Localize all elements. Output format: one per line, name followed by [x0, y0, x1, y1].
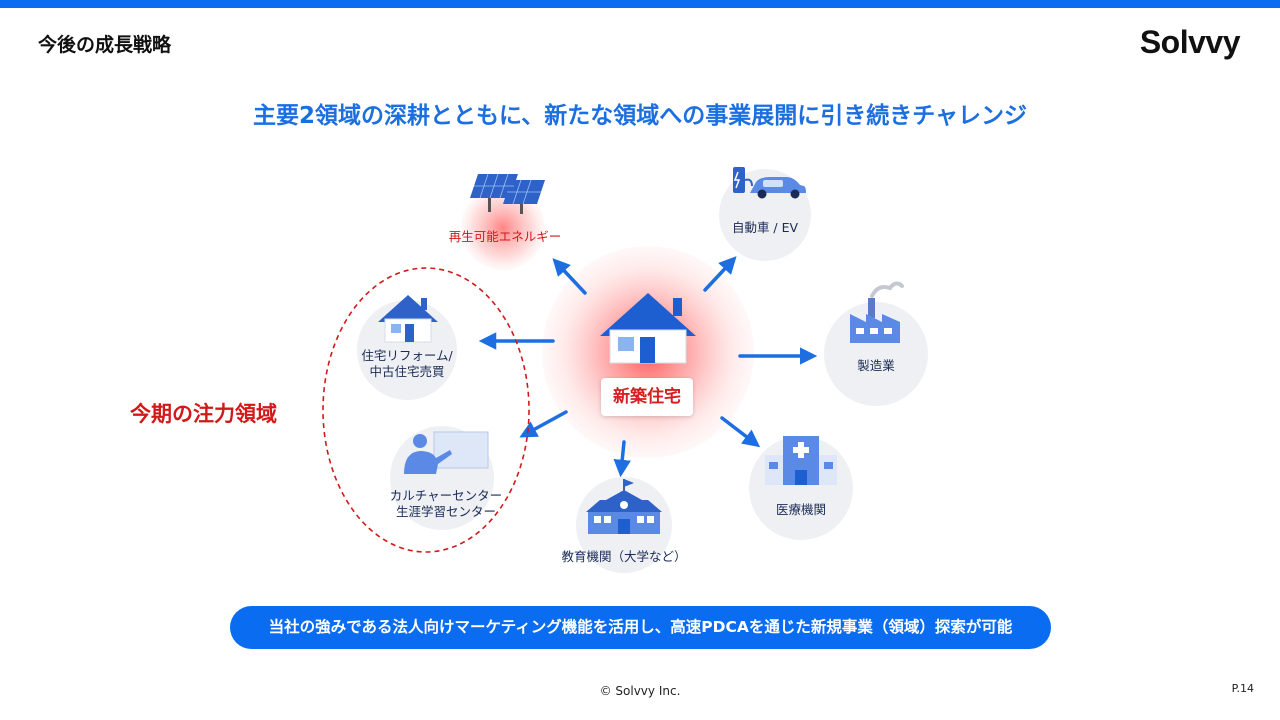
focus-area-outline [322, 267, 530, 553]
hospital-icon [765, 436, 837, 485]
culture-label: カルチャーセンター 生涯学習センター [376, 488, 516, 520]
manufacturing-label: 製造業 [857, 358, 895, 373]
culture-label-line2: 生涯学習センター [395, 504, 496, 519]
energy-label: 再生可能エネルギー [448, 229, 562, 244]
energy-node-circle [461, 186, 545, 270]
page-title: 今後の成長戦略 [38, 34, 172, 56]
manufacturing-node-circle [824, 302, 928, 406]
factory-icon [850, 281, 904, 343]
slide-headline: 主要2領域の深耕とともに、新たな領域への事業展開に引き続きチャレンジ [252, 103, 1028, 129]
arrow-to-energy [552, 258, 587, 295]
arrow-to-ev [703, 256, 737, 292]
new-house-icon [600, 293, 696, 364]
page-number: P.14 [1231, 682, 1254, 695]
teacher-whiteboard-icon [404, 431, 489, 474]
education-label: 教育機関（大学など） [561, 549, 687, 564]
ev-label: 自動車 / EV [731, 220, 799, 235]
solvvy-logo: Solvvy [1139, 24, 1241, 60]
medical-label: 医療機関 [775, 502, 826, 517]
school-icon [586, 479, 662, 534]
reform-label-line1: 住宅リフォーム/ [361, 348, 453, 363]
ev-charger-car-icon [733, 167, 806, 199]
solar-panel-icon [470, 173, 545, 214]
house-icon [378, 295, 438, 343]
reform-label-line2: 中古住宅売買 [369, 364, 445, 379]
arrow-to-culture [519, 410, 568, 438]
arrow-to-medical [720, 416, 761, 448]
center-new-house-label: 新築住宅 [601, 378, 693, 416]
reform-node-circle [357, 300, 457, 400]
strategy-banner: 当社の強みである法人向けマーケティング機能を活用し、高速PDCAを通じた新規事業… [230, 606, 1051, 649]
copyright-text: © Solvvy Inc. [599, 684, 681, 698]
top-accent-bar [0, 0, 1280, 8]
reform-label: 住宅リフォーム/ 中古住宅売買 [347, 348, 467, 380]
culture-label-line1: カルチャーセンター [389, 488, 503, 503]
focus-area-label: 今期の注力領域 [130, 402, 277, 426]
arrow-to-education [613, 440, 631, 478]
